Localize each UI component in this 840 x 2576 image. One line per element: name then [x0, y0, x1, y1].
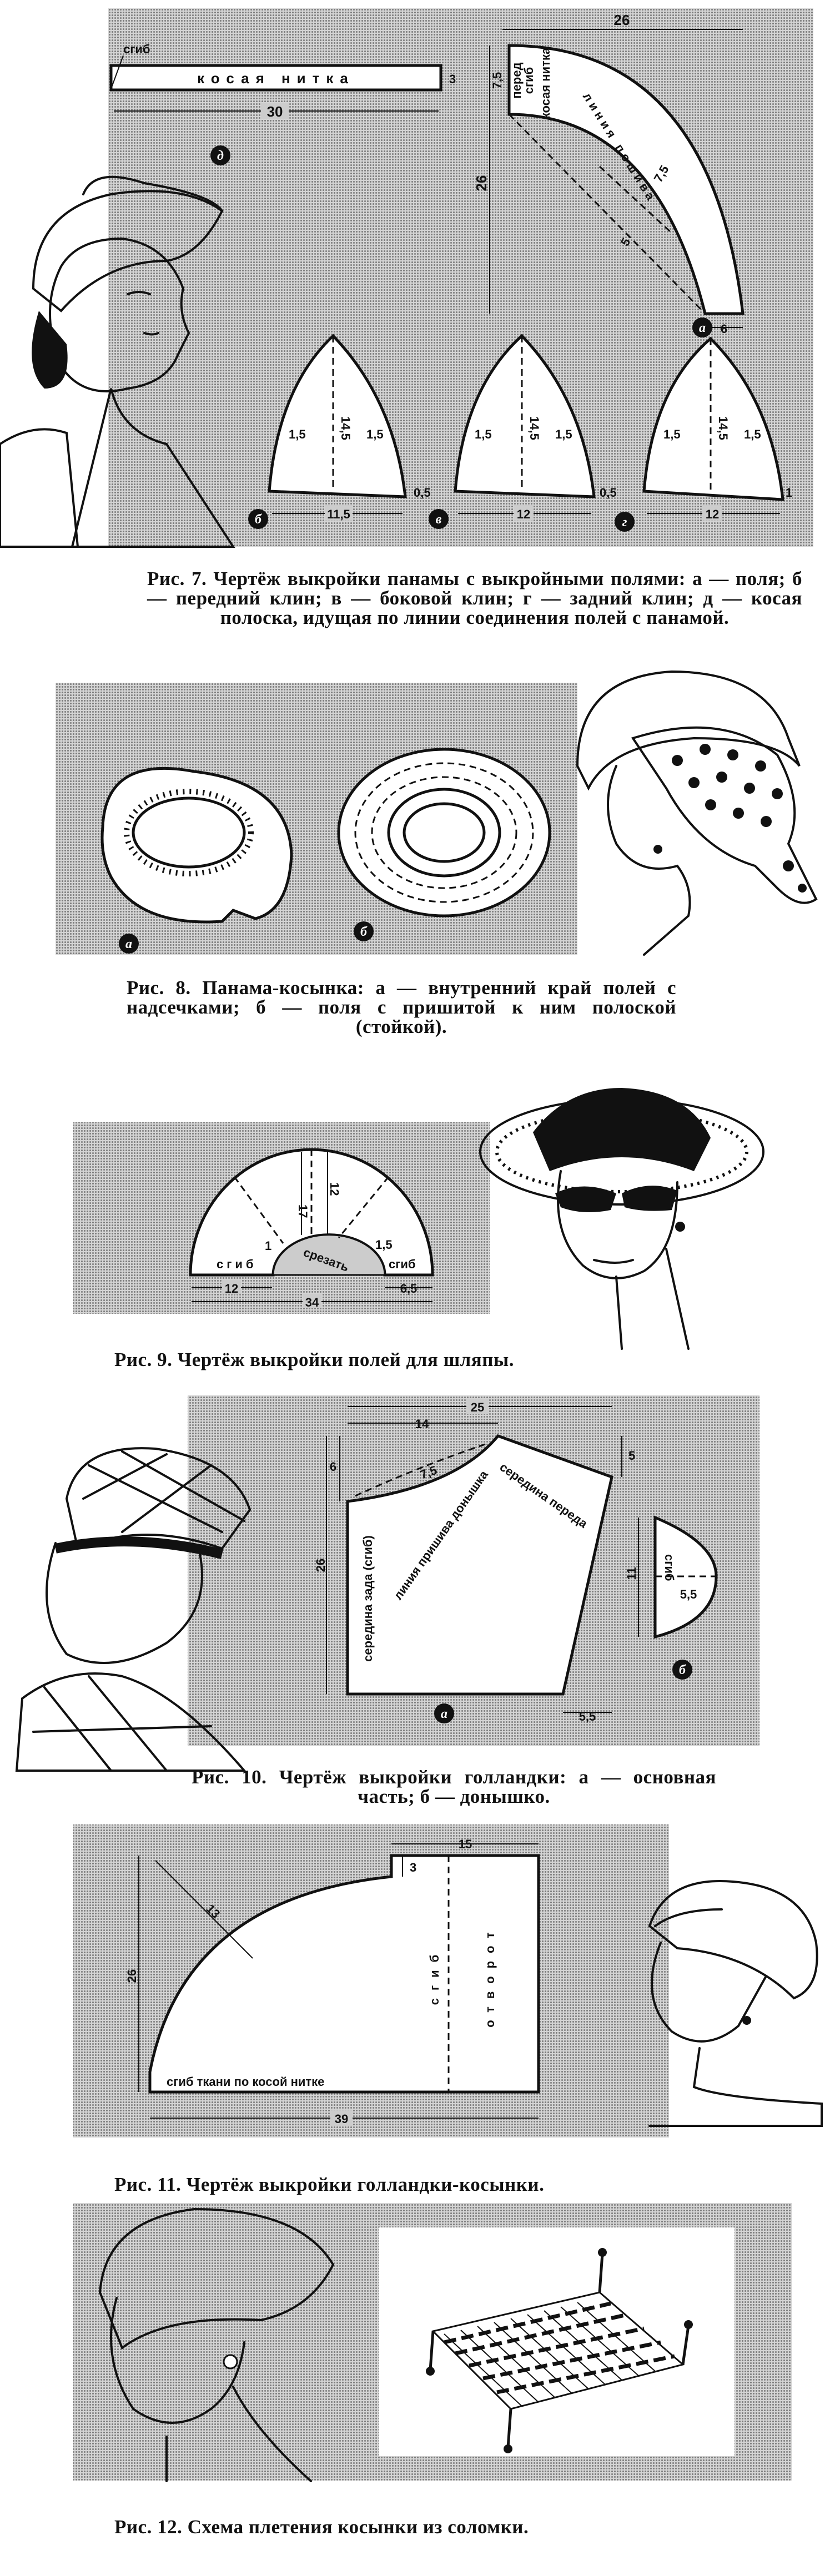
svg-text:3: 3	[410, 1861, 416, 1874]
hat-brim-pattern: 17 12 сгиб сгиб срезать 1 1,5 12 6,5 34	[189, 1148, 434, 1309]
svg-text:12: 12	[517, 507, 530, 521]
svg-text:1: 1	[265, 1239, 271, 1253]
brim-inner-edge-notches: а	[100, 767, 293, 954]
svg-text:34: 34	[305, 1295, 319, 1309]
svg-text:26: 26	[614, 12, 630, 28]
figure-12	[73, 2203, 792, 2482]
svg-text:3: 3	[449, 72, 456, 86]
svg-text:0,5: 0,5	[600, 486, 617, 500]
svg-text:11: 11	[625, 1567, 638, 1580]
svg-text:а: а	[699, 321, 706, 335]
hollandka-main-pattern: 25 14 6 26 5 7,5 линия пришива донышка с…	[314, 1399, 635, 1723]
svg-text:сгиб ткани по косой нитке: сгиб ткани по косой нитке	[167, 2075, 324, 2089]
svg-text:а: а	[441, 1707, 447, 1721]
svg-text:15: 15	[459, 1837, 472, 1851]
svg-text:12: 12	[706, 507, 719, 521]
svg-text:14,5: 14,5	[527, 416, 541, 440]
svg-text:в: в	[436, 512, 442, 527]
svg-text:д: д	[217, 149, 224, 163]
svg-text:1,5: 1,5	[375, 1238, 393, 1252]
svg-text:сгиб: сгиб	[662, 1554, 676, 1581]
svg-text:сгиб: сгиб	[427, 1947, 441, 2005]
svg-text:0,5: 0,5	[414, 486, 431, 500]
wedge-side: 14,5 1,5 1,5 0,5 12 в	[429, 334, 617, 529]
svg-text:1: 1	[786, 486, 792, 500]
svg-text:14: 14	[415, 1417, 429, 1431]
svg-text:косая нитка: косая нитка	[539, 47, 552, 119]
wedge-front: 14,5 1,5 1,5 0,5 11,5 б	[248, 334, 431, 529]
svg-text:30: 30	[267, 103, 283, 120]
svg-text:б: б	[360, 925, 368, 939]
figure-9-caption: Рис. 9. Чертёж выкройки полей для шляпы.	[114, 1349, 514, 1370]
svg-text:26: 26	[473, 175, 490, 191]
svg-text:12: 12	[328, 1182, 341, 1196]
svg-text:середина зада (сгиб): середина зада (сгиб)	[361, 1535, 375, 1662]
svg-text:6,5: 6,5	[400, 1282, 418, 1295]
svg-text:14,5: 14,5	[716, 416, 730, 440]
woman-in-kosynka-illustration	[648, 1880, 823, 2127]
svg-text:39: 39	[335, 2112, 348, 2126]
brim-with-band: б	[337, 748, 551, 941]
figure-8: а б	[56, 670, 818, 956]
svg-text:сгиб: сгиб	[123, 42, 150, 56]
svg-text:сгиб: сгиб	[389, 1257, 416, 1271]
svg-text:6: 6	[330, 1460, 336, 1474]
svg-text:11,5: 11,5	[327, 507, 350, 521]
figure-7-caption: Рис. 7. Чертёж выкройки панамы с выкройн…	[147, 568, 802, 628]
woman-in-panama-illustration	[0, 175, 235, 548]
figure-10-caption: Рис. 10. Чертёж выкройки голландки: а — …	[192, 1766, 716, 1807]
svg-text:1,5: 1,5	[555, 427, 572, 441]
svg-text:б: б	[679, 1663, 686, 1677]
svg-text:косая нитка: косая нитка	[197, 70, 355, 87]
svg-text:1,5: 1,5	[289, 427, 306, 441]
figure-11-caption: Рис. 11. Чертёж выкройки голландки-косын…	[114, 2174, 545, 2195]
hollandka-kosynka-pattern: 15 3 13 26 39 сгиб ткани по косой нитке …	[125, 1837, 540, 2126]
wedge-back: 14,5 1,5 1,5 1 12 г	[615, 336, 792, 532]
svg-text:7,5: 7,5	[490, 72, 504, 89]
svg-text:17: 17	[296, 1204, 310, 1218]
svg-text:сгиб: сгиб	[522, 67, 536, 94]
hollandka-crown-pattern: 11 сгиб 5,5 б	[625, 1515, 718, 1680]
woman-in-straw-kosynka-illustration	[98, 2207, 335, 2482]
svg-text:6: 6	[721, 322, 727, 336]
svg-text:перед: перед	[510, 62, 524, 98]
svg-text:отворот: отворот	[483, 1924, 497, 2027]
figure-11: 15 3 13 26 39 сгиб ткани по косой нитке …	[73, 1824, 823, 2138]
woman-in-polka-dot-scarf-illustration	[576, 670, 818, 956]
svg-text:сгиб: сгиб	[217, 1257, 257, 1271]
svg-text:12: 12	[225, 1282, 238, 1295]
svg-text:1,5: 1,5	[366, 427, 384, 441]
weaving-frame-diagram	[379, 2227, 735, 2456]
svg-text:б: б	[255, 512, 262, 527]
svg-text:26: 26	[314, 1559, 328, 1572]
bias-strip-pattern: сгиб косая нитка 30 3 д	[109, 42, 456, 165]
svg-text:25: 25	[471, 1400, 484, 1414]
svg-text:26: 26	[125, 1969, 139, 1983]
svg-text:1,5: 1,5	[475, 427, 492, 441]
figure-9: 17 12 сгиб сгиб срезать 1 1,5 12 6,5 34	[73, 1088, 764, 1350]
svg-text:а: а	[125, 937, 132, 951]
svg-text:1,5: 1,5	[744, 427, 761, 441]
svg-text:14,5: 14,5	[339, 416, 353, 440]
woman-in-sunglasses-illustration	[479, 1088, 764, 1350]
woman-in-plaid-hat-illustration	[15, 1447, 252, 1772]
figure-7: сгиб косая нитка 30 3 д 26 26 7,5 перед …	[0, 8, 813, 548]
svg-text:5: 5	[628, 1449, 635, 1463]
figure-8-caption: Рис. 8. Панама-косынка: а — внутренний к…	[127, 977, 676, 1037]
svg-text:5,5: 5,5	[579, 1710, 596, 1723]
svg-text:1,5: 1,5	[663, 427, 681, 441]
svg-text:5,5: 5,5	[680, 1587, 697, 1601]
svg-text:г: г	[622, 515, 627, 530]
figure-12-caption: Рис. 12. Схема плетения косынки из солом…	[114, 2516, 529, 2538]
figure-10: 25 14 6 26 5 7,5 линия пришива донышка с…	[15, 1395, 759, 1772]
